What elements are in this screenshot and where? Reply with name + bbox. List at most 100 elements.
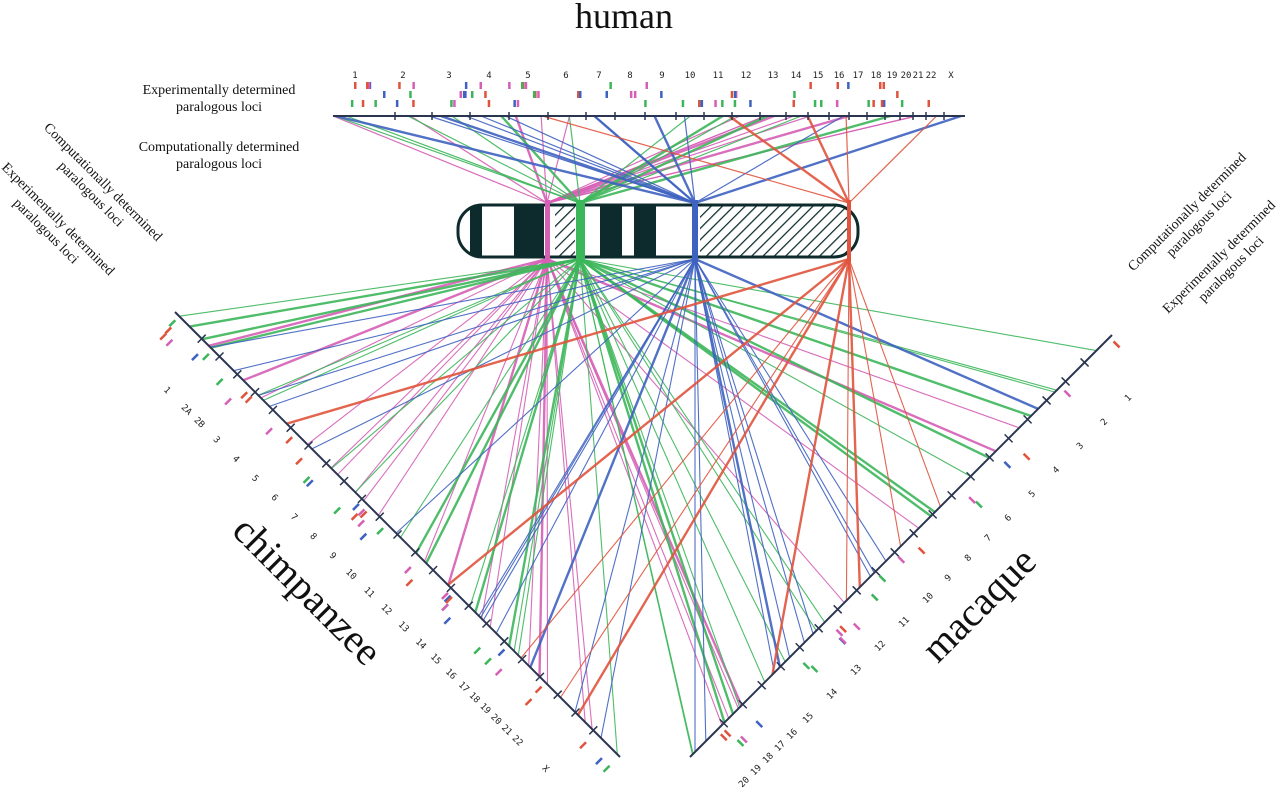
human-paralog-mark [508, 82, 511, 89]
macaque-axis-tick [795, 642, 805, 652]
chimp-axis-tick [357, 494, 367, 504]
ideogram-band [634, 205, 656, 257]
human-paralog-mark [700, 100, 704, 107]
green-human-connection [334, 115, 581, 204]
chimp-axis-tick [214, 351, 225, 362]
human-paralog-mark [896, 91, 899, 98]
green-species-connection [258, 258, 581, 396]
chimp-paralog-mark [357, 508, 366, 517]
human-chromosome-label: 21 [913, 71, 924, 81]
blue-human-connection [440, 114, 696, 205]
chimp-chromosome-label: 21 [499, 723, 514, 738]
macaque-paralog-mark [878, 574, 887, 583]
pink-species-connection [546, 258, 586, 723]
red-species-connection [576, 258, 851, 716]
chimp-chromosome-label: 10 [343, 567, 358, 582]
chimp-paralog-mark [441, 603, 450, 612]
green-species-connection [579, 257, 990, 459]
chimp-chromosome-label: 12 [379, 603, 394, 618]
human-paralog-mark [479, 82, 482, 89]
red-human-connection [542, 115, 850, 204]
macaque-paralog-mark [719, 733, 728, 742]
macaque-axis-tick [814, 623, 824, 633]
macaque-paralog-mark [1022, 452, 1031, 461]
human-paralog-mark [383, 91, 386, 98]
chimp-paralog-mark [484, 657, 492, 666]
macaque-chromosome-label: 4 [1051, 465, 1062, 476]
human-paralog-mark [450, 100, 453, 107]
human-paralog-mark [464, 82, 468, 89]
red-species-connection [847, 258, 861, 588]
green-species-connection [400, 258, 581, 538]
macaque-chromosome-label: 17 [773, 739, 788, 754]
blue-species-connection [529, 258, 697, 668]
macaque-paralog-mark [736, 739, 745, 747]
human-chromosome-label: 9 [659, 71, 664, 81]
human-paralog-mark [900, 100, 904, 107]
chimp-chromosome-label: 13 [396, 620, 411, 635]
paralog-connection-lines [179, 114, 1097, 755]
green-species-connection [578, 258, 735, 715]
ideogram-band [514, 205, 544, 257]
green-species-connection [179, 258, 581, 317]
pink-human-connection [546, 114, 850, 205]
chimp-axis-tick [286, 423, 296, 433]
blue-human-connection [505, 115, 696, 204]
red-human-connection [728, 115, 850, 204]
green-species-connection [579, 258, 1097, 352]
human-experimental-label-line2: paralogous loci [176, 100, 262, 115]
chimp-paralog-mark [524, 698, 533, 706]
macaque-paralog-mark [975, 500, 983, 509]
macaque-axis-tick [985, 452, 995, 462]
chimp-paralog-mark [191, 353, 199, 362]
human-paralog-mark [872, 100, 875, 107]
macaque-chromosome-label: 13 [849, 663, 864, 678]
human-paralog-mark [882, 82, 885, 89]
green-human-connection [346, 115, 581, 204]
macaque-chromosome-label: 11 [897, 615, 912, 630]
green-species-connection [513, 258, 581, 652]
blue-species-connection [694, 258, 805, 643]
chromosome-boundary-ticks [197, 112, 1090, 735]
chimp-paralog-mark [494, 668, 503, 677]
pink-human-connection [546, 115, 766, 204]
human-experimental-label-line1: Experimentally determined [143, 83, 296, 98]
macaque-title: macaque [912, 538, 1044, 670]
ideogram-band [600, 205, 622, 257]
macaque-paralog-mark [755, 720, 764, 729]
green-species-connection [579, 258, 786, 663]
red-species-connection [520, 258, 850, 659]
macaque-axis-tick [776, 661, 786, 671]
red-human-connection [848, 115, 938, 204]
green-species-connection [579, 258, 694, 755]
human-paralog-mark [453, 100, 456, 107]
green-human-connection [579, 115, 802, 204]
macaque-chromosome-label: 19 [749, 763, 764, 778]
pink-species-connection [528, 258, 548, 666]
chimp-chromosome-label: 19 [477, 702, 492, 717]
green-species-connection [201, 257, 581, 341]
chimp-chromosome-label: 5 [249, 474, 260, 485]
human-chromosome-label: 11 [713, 71, 724, 81]
green-species-connection [507, 258, 582, 647]
macaque-axis-tick [1080, 357, 1090, 367]
human-paralog-mark [516, 100, 520, 107]
macaque-axis-tick [1061, 376, 1071, 386]
macaque-chromosome-label: 1 [1123, 393, 1134, 404]
chimp-paralog-mark [240, 391, 249, 400]
paralog-locus-marks [159, 82, 1121, 773]
green-human-connection [500, 115, 581, 204]
human-chromosome-label: 1 [352, 71, 357, 81]
chimp-paralog-mark [595, 757, 603, 766]
chimp-paralog-mark [265, 427, 273, 436]
chimp-paralog-mark [445, 596, 453, 604]
human-paralog-mark [350, 100, 354, 107]
red-human-connection [806, 115, 851, 204]
macaque-paralog-mark [839, 625, 848, 633]
green-species-connection [579, 258, 817, 631]
green-species-connection [579, 258, 766, 683]
green-species-connection [579, 257, 1032, 418]
macaque-genome-axis [689, 334, 1113, 758]
